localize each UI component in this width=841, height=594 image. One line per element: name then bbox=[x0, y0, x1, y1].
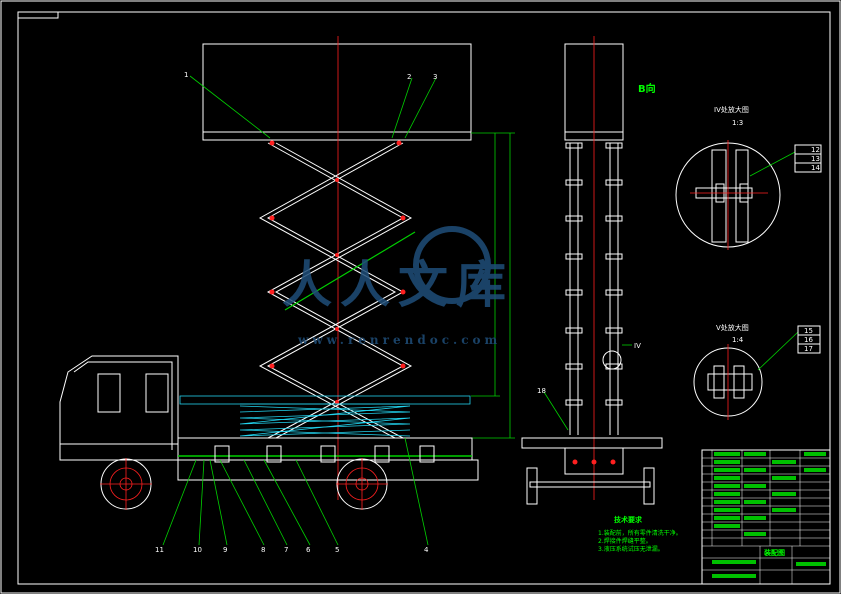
callout-16: 16 bbox=[804, 336, 813, 344]
side-axle bbox=[529, 481, 651, 488]
detail-iv-scale: 1:3 bbox=[732, 119, 743, 127]
detail-iv bbox=[675, 140, 781, 250]
detail-v-scale: 1:4 bbox=[732, 336, 744, 344]
callout-1: 1 bbox=[184, 71, 188, 79]
detail-iv-title: IV处放大图 bbox=[714, 105, 749, 114]
title-block-name: 装配图 bbox=[763, 548, 785, 557]
tech-line-2: 2.焊接件焊缝平整。 bbox=[598, 537, 652, 545]
platform bbox=[202, 43, 472, 141]
inner-frame bbox=[17, 11, 831, 585]
watermark-brand: 人人文库 bbox=[282, 255, 514, 314]
side-pins bbox=[565, 142, 623, 406]
view-label: B向 bbox=[638, 82, 656, 95]
side-base bbox=[521, 437, 663, 449]
stowed-scissor bbox=[179, 395, 471, 437]
callout-7: 7 bbox=[284, 546, 288, 554]
callout-17: 17 bbox=[804, 345, 813, 353]
callout-15: 15 bbox=[804, 327, 813, 335]
side-wheel-left bbox=[526, 467, 538, 505]
callout-numbers: 1 2 3 4 5 6 7 8 9 10 11 12 13 14 15 16 1… bbox=[155, 71, 820, 554]
callout-9: 9 bbox=[223, 546, 227, 554]
drawing-no-box bbox=[17, 11, 59, 19]
callout-14: 14 bbox=[811, 164, 820, 172]
front-wheel bbox=[100, 458, 152, 510]
title-block bbox=[701, 449, 831, 585]
callout-12: 12 bbox=[811, 146, 820, 154]
callout-6: 6 bbox=[306, 546, 311, 554]
truck bbox=[59, 355, 479, 510]
callout-boxes bbox=[794, 144, 822, 354]
callout-5: 5 bbox=[335, 546, 339, 554]
watermark-ring bbox=[413, 226, 491, 304]
watermark-url: www.renrendoc.com bbox=[297, 333, 501, 347]
callout-4: 4 bbox=[424, 546, 429, 554]
leader-lines bbox=[162, 75, 799, 546]
rear-wheel bbox=[336, 458, 388, 510]
side-view bbox=[521, 36, 663, 505]
tech-title: 技术要求 bbox=[614, 515, 643, 524]
scissor-pins bbox=[269, 140, 406, 404]
cab-window bbox=[97, 373, 121, 413]
cab-rear-window bbox=[145, 373, 169, 413]
callout-8: 8 bbox=[261, 546, 265, 554]
watermark: 人人文库 www.renrendoc.com bbox=[282, 226, 514, 347]
detail-v bbox=[693, 344, 763, 420]
technical-requirements: 技术要求 1.装配前，所有零件清洗干净。 2.焊接件焊缝平整。 3.液压系统试压… bbox=[598, 515, 682, 553]
chassis-beam bbox=[177, 459, 479, 481]
callout-3: 3 bbox=[433, 73, 437, 81]
callout-11: 11 bbox=[155, 546, 164, 554]
callout-13: 13 bbox=[811, 155, 820, 163]
detail-iv-marker bbox=[602, 350, 622, 370]
tech-line-1: 1.装配前，所有零件清洗干净。 bbox=[598, 529, 682, 537]
outrigger-pads bbox=[214, 445, 435, 463]
tech-line-3: 3.液压系统试压无泄漏。 bbox=[598, 545, 664, 553]
side-wheel-right bbox=[643, 467, 655, 505]
hydraulic-cylinder bbox=[284, 231, 416, 311]
detail-v-title: V处放大图 bbox=[716, 323, 749, 332]
callout-10: 10 bbox=[193, 546, 202, 554]
callout-18: 18 bbox=[537, 387, 546, 395]
marker-iv: IV bbox=[634, 342, 641, 350]
callout-2: 2 bbox=[407, 73, 411, 81]
